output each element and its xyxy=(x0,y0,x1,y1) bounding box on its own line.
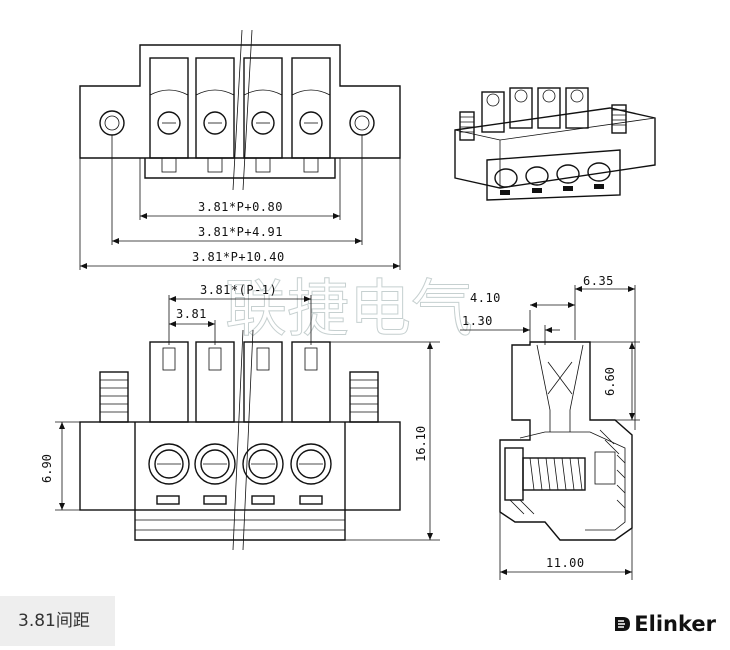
dim-p-plus-491: 3.81*P+4.91 xyxy=(198,225,283,239)
dim-p-plus-1040: 3.81*P+10.40 xyxy=(192,250,285,264)
brand-mark-icon xyxy=(615,617,631,631)
brand-logo: Elinker xyxy=(613,612,716,636)
dim-width-1100: 11.00 xyxy=(546,556,585,570)
section-view: 6.35 4.10 1.30 6.60 11.00 xyxy=(460,274,640,580)
front-view: 3.81*(P-1) 3.81 xyxy=(40,283,440,551)
watermark-text: 联捷电气 xyxy=(225,272,473,345)
dim-p-plus-080: 3.81*P+0.80 xyxy=(198,200,283,214)
top-view: 3.81*P+0.80 3.81*P+4.91 3.81*P+10.40 xyxy=(79,29,401,270)
dim-depth-635: 6.35 xyxy=(583,274,614,288)
dim-pitch: 3.81 xyxy=(176,307,207,321)
spacing-label: 3.81间距 xyxy=(0,596,115,646)
dim-depth-130: 1.30 xyxy=(462,314,493,328)
dim-p-minus-1: 3.81*(P-1) xyxy=(200,283,277,297)
isometric-view xyxy=(454,87,656,201)
dim-height-690: 6.90 xyxy=(40,454,54,483)
brand-name: Elinker xyxy=(634,612,716,636)
dim-height-660: 6.60 xyxy=(603,367,617,396)
dim-height-1610: 16.10 xyxy=(414,426,428,462)
dim-depth-410: 4.10 xyxy=(470,291,501,305)
